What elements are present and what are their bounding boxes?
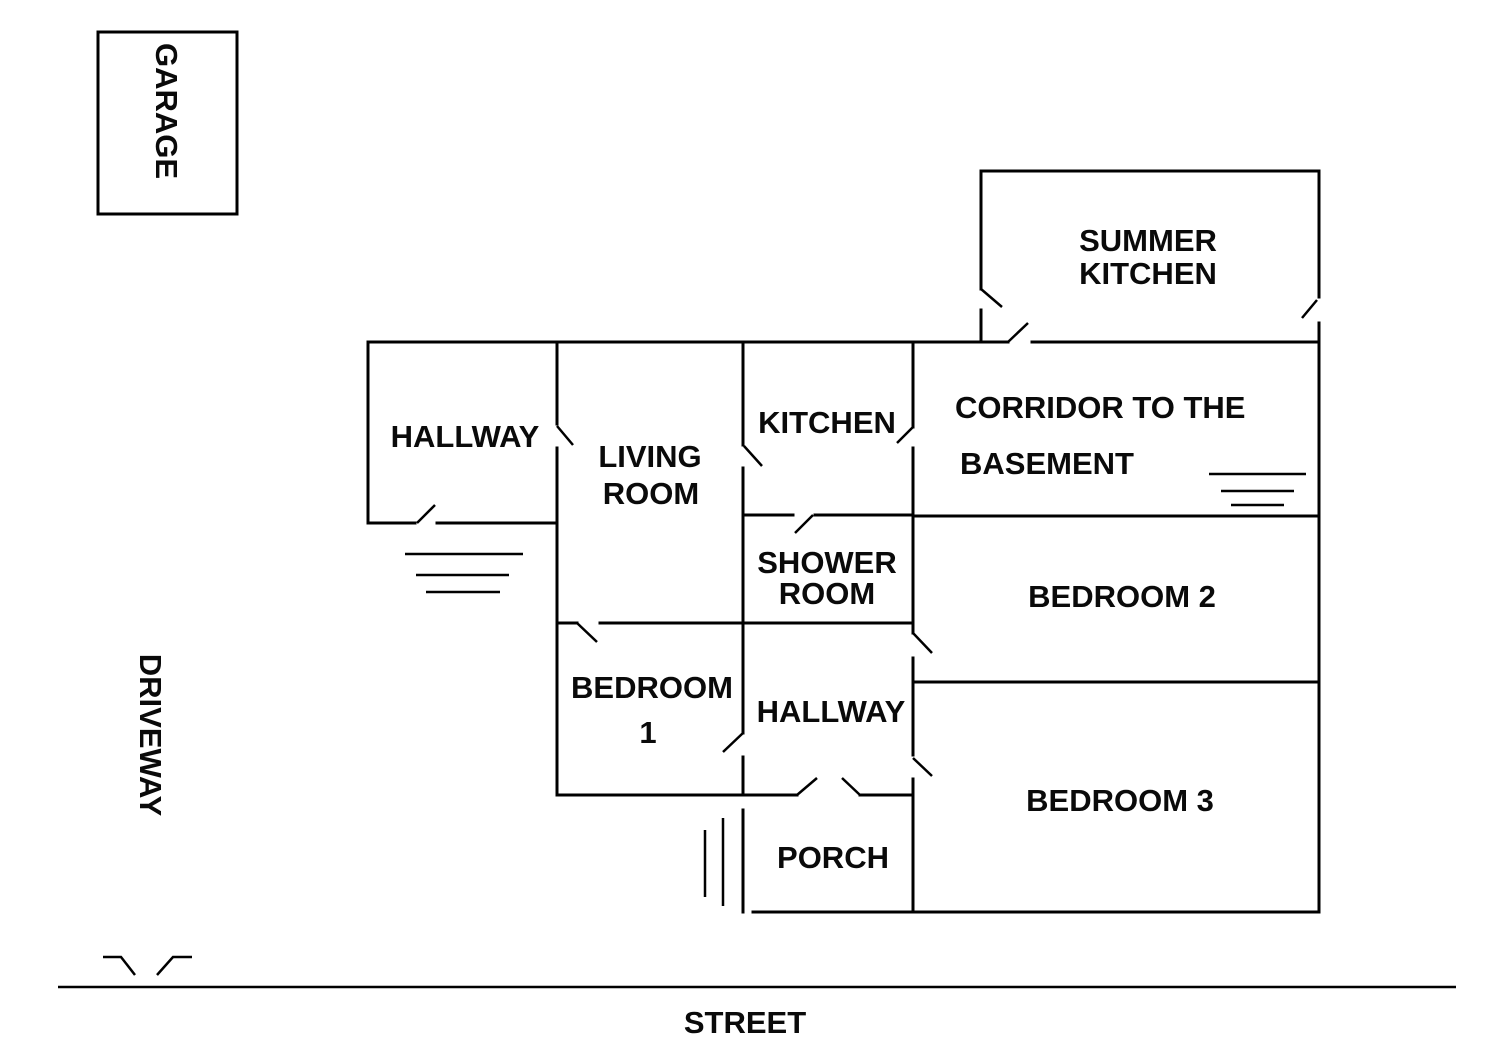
room-label-living-room-2: ROOM bbox=[603, 476, 699, 511]
door-swings-group bbox=[416, 288, 1318, 796]
room-label-hallway-lower: HALLWAY bbox=[757, 694, 906, 729]
room-label-shower-room-1: SHOWER bbox=[757, 545, 897, 580]
room-label-bedroom-2: BEDROOM 2 bbox=[1028, 579, 1216, 614]
driveway-curb-group bbox=[103, 955, 192, 976]
hatch-marks-group bbox=[405, 472, 1306, 906]
door-swing bbox=[416, 504, 436, 524]
room-label-summer-kitchen-1: SUMMER bbox=[1079, 223, 1217, 258]
door-swing bbox=[896, 426, 914, 444]
door-swing bbox=[556, 425, 574, 446]
door-swing bbox=[912, 757, 933, 777]
walls-group bbox=[366, 169, 1321, 914]
room-label-street: STREET bbox=[684, 1005, 806, 1040]
room-label-summer-kitchen-2: KITCHEN bbox=[1079, 256, 1217, 291]
door-swing bbox=[576, 622, 598, 643]
room-label-driveway: DRIVEWAY bbox=[133, 654, 168, 817]
room-label-bedroom-1b: 1 bbox=[639, 715, 656, 750]
room-labels-group: GARAGESUMMERKITCHENHALLWAYLIVINGROOMKITC… bbox=[133, 43, 1246, 1040]
room-label-garage: GARAGE bbox=[149, 43, 184, 179]
door-swing bbox=[841, 777, 861, 796]
driveway-curb-mark bbox=[103, 955, 136, 976]
room-label-corridor-1: CORRIDOR TO THE bbox=[955, 390, 1246, 425]
room-label-porch: PORCH bbox=[777, 840, 889, 875]
garage-outline-group bbox=[96, 30, 239, 216]
door-swing bbox=[980, 288, 1003, 308]
room-label-living-room-1: LIVING bbox=[598, 439, 701, 474]
door-swing bbox=[1007, 322, 1029, 343]
door-swing bbox=[1301, 299, 1318, 319]
room-label-bedroom-3: BEDROOM 3 bbox=[1026, 783, 1214, 818]
room-label-hallway-upper: HALLWAY bbox=[391, 419, 540, 454]
room-label-kitchen: KITCHEN bbox=[758, 405, 896, 440]
door-swing bbox=[743, 445, 763, 467]
garage-outline bbox=[96, 30, 239, 216]
room-label-shower-room-2: ROOM bbox=[779, 576, 875, 611]
door-swing bbox=[722, 732, 744, 753]
door-swing bbox=[794, 514, 814, 534]
room-label-bedroom-1a: BEDROOM bbox=[571, 670, 733, 705]
room-label-corridor-2: BASEMENT bbox=[960, 446, 1134, 481]
driveway-curb-mark bbox=[156, 955, 192, 976]
door-swing bbox=[912, 632, 933, 654]
door-swing bbox=[796, 777, 818, 796]
